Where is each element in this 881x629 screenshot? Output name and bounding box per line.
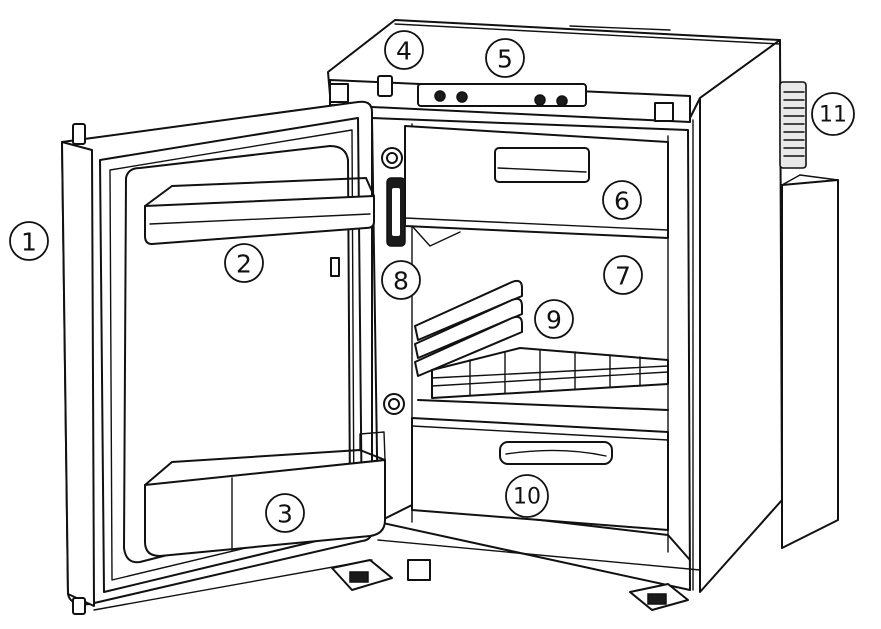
callout-5-label: 5 bbox=[497, 45, 513, 74]
door-hinge-bottom bbox=[72, 597, 86, 615]
callout-1: 1 bbox=[9, 221, 49, 261]
callout-4: 4 bbox=[384, 30, 424, 70]
control-knob-2 bbox=[456, 91, 468, 103]
callout-1-label: 1 bbox=[21, 228, 37, 257]
lower-door-bin bbox=[144, 431, 386, 557]
callout-9: 9 bbox=[534, 299, 574, 339]
door-latch bbox=[377, 75, 393, 97]
callout-2-label: 2 bbox=[236, 250, 252, 279]
top-hinge-right bbox=[654, 102, 674, 122]
callout-7: 7 bbox=[603, 255, 643, 295]
wire-shelf bbox=[417, 347, 669, 411]
freezer-door-handle bbox=[494, 147, 590, 183]
callout-4-label: 4 bbox=[396, 37, 412, 66]
door-hinge-top bbox=[72, 123, 86, 145]
callout-11: 11 bbox=[811, 92, 855, 136]
upper-door-bin bbox=[144, 177, 375, 245]
callout-6-label: 6 bbox=[614, 187, 630, 216]
drawer-handle bbox=[499, 441, 613, 465]
callout-7-label: 7 bbox=[615, 262, 631, 291]
door-catch bbox=[330, 257, 340, 277]
control-knob-1 bbox=[434, 90, 446, 102]
rear-unit bbox=[781, 179, 839, 549]
callout-8: 8 bbox=[381, 260, 421, 300]
callout-10: 10 bbox=[505, 474, 549, 518]
control-knob-4 bbox=[556, 95, 568, 107]
callout-8-label: 8 bbox=[393, 267, 409, 296]
crisper-drawer bbox=[411, 417, 669, 531]
center-foot bbox=[407, 559, 431, 581]
cabinet-right-side bbox=[699, 39, 783, 593]
callout-2: 2 bbox=[224, 243, 264, 283]
callout-3-label: 3 bbox=[277, 500, 293, 529]
callout-10-label: 10 bbox=[513, 485, 541, 510]
callout-6: 6 bbox=[602, 180, 642, 220]
top-hinge-left bbox=[329, 83, 349, 103]
callout-3: 3 bbox=[265, 493, 305, 533]
rear-condenser bbox=[779, 81, 807, 169]
shelf-rails bbox=[414, 279, 523, 377]
callout-5: 5 bbox=[485, 38, 525, 78]
callout-11-label: 11 bbox=[819, 103, 847, 128]
cabinet bbox=[327, 19, 839, 611]
callout-9-label: 9 bbox=[546, 306, 562, 335]
control-knob-3 bbox=[534, 94, 546, 106]
